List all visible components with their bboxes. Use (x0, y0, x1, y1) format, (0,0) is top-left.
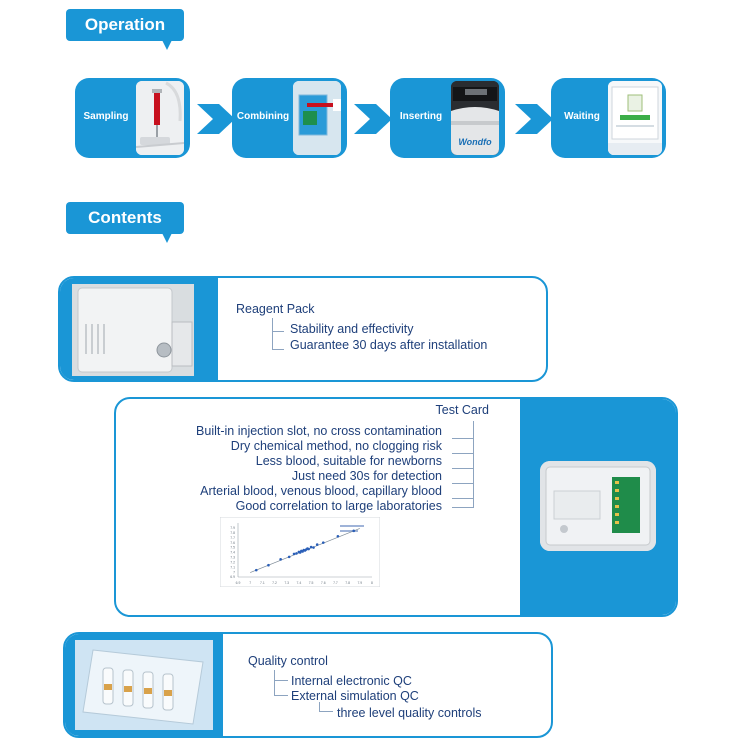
y-tick-label: 6.9 (230, 575, 235, 579)
x-tick-label: 7 (249, 581, 251, 585)
syringe-icon (136, 81, 184, 155)
data-point (309, 545, 313, 549)
x-tick-label: 7.3 (284, 581, 289, 585)
y-tick-label: 7.5 (230, 546, 235, 550)
data-point (287, 555, 291, 559)
reagent-pack-photo (72, 284, 194, 376)
inserting-photo: Wondfo (451, 81, 499, 155)
reagent-item: Guarantee 30 days after installation (290, 338, 488, 352)
data-point (267, 563, 270, 567)
test-card-card: Test Card Built-in injection slot, no cr… (114, 397, 678, 617)
step-label: Inserting (399, 111, 443, 122)
y-tick-label: 7.1 (230, 565, 235, 569)
x-tick-label: 7.8 (345, 581, 350, 585)
tree-connector (452, 498, 474, 499)
waiting-photo (608, 81, 662, 155)
qc-item: Internal electronic QC (291, 674, 412, 688)
sampling-photo (136, 81, 184, 155)
data-point (315, 543, 319, 546)
step-label: Combining (236, 111, 290, 122)
step-sampling: Sampling (75, 78, 190, 158)
x-tick-label: 7.5 (309, 581, 314, 585)
tree-connector (452, 507, 474, 508)
tree-connector (452, 438, 474, 439)
qc-vials-icon (75, 640, 213, 730)
x-tick-label: 7.2 (272, 581, 277, 585)
x-tick-label: 7.6 (321, 581, 326, 585)
y-tick-label: 7.8 (230, 531, 235, 535)
data-point (336, 534, 340, 538)
chevron-right-icon (515, 104, 553, 134)
combining-photo (293, 81, 341, 155)
data-point (321, 541, 325, 544)
tree-connector (452, 421, 474, 507)
screen-display-icon (608, 81, 662, 155)
step-waiting: Waiting (551, 78, 666, 158)
device-brand: Wondfo (458, 137, 492, 147)
tree-connector (452, 468, 474, 469)
step-label: Sampling (83, 111, 129, 122)
chevron-right-icon (197, 104, 235, 134)
y-tick-label: 7.2 (230, 560, 235, 564)
chart-legend-mark (340, 530, 358, 532)
test-card-title: Test Card (435, 403, 490, 417)
y-tick-label: 7 (233, 570, 235, 574)
test-card-icon (293, 81, 341, 155)
tree-connector (319, 702, 333, 712)
x-tick-label: 8 (371, 581, 373, 585)
reagent-item: Stability and effectivity (290, 322, 414, 336)
reagent-pack-icon (72, 284, 194, 376)
analyzer-device-icon (451, 81, 499, 155)
tree-connector (274, 670, 288, 681)
step-label: Waiting (564, 111, 600, 122)
data-point (352, 529, 356, 533)
test-card-item: Less blood, suitable for newborns (255, 454, 442, 468)
reagent-pack-title: Reagent Pack (236, 302, 315, 316)
y-tick-label: 7.4 (230, 551, 235, 555)
x-tick-label: 7.9 (357, 581, 362, 585)
step-inserting: Inserting Wondfo (390, 78, 505, 158)
data-point (307, 547, 310, 551)
y-tick-label: 7.6 (230, 541, 235, 545)
x-tick-label: 7.7 (333, 581, 338, 585)
tree-connector (452, 483, 474, 484)
tree-connector (272, 318, 284, 332)
test-card-item: Dry chemical method, no clogging risk (230, 439, 442, 453)
test-card-item: Arterial blood, venous blood, capillary … (200, 484, 442, 498)
qc-vials-photo (75, 640, 213, 730)
test-card-item: Just need 30s for detection (291, 469, 442, 483)
test-card-item: Good correlation to large laboratories (235, 499, 442, 513)
qc-title: Quality control (248, 654, 328, 668)
step-combining: Combining (232, 78, 347, 158)
data-point (312, 546, 315, 549)
chevron-right-icon (354, 104, 392, 134)
qc-item: External simulation QC (291, 689, 419, 703)
test-card-item: Built-in injection slot, no cross contam… (196, 424, 442, 438)
data-point (279, 558, 282, 561)
tree-connector (452, 453, 474, 454)
x-tick-label: 6.9 (236, 581, 241, 585)
y-tick-label: 7.7 (230, 536, 235, 540)
chart-legend-mark (340, 525, 364, 527)
quality-control-card: Quality control Internal electronic QC E… (63, 632, 553, 738)
tree-connector (274, 670, 288, 696)
reagent-pack-card: Reagent Pack Stability and effectivity G… (58, 276, 548, 382)
data-point (295, 552, 298, 555)
y-tick-label: 7.9 (230, 526, 235, 530)
data-point (292, 552, 296, 556)
operation-heading: Operation (66, 9, 184, 50)
contents-heading: Contents (66, 202, 184, 243)
qc-subitem: three level quality controls (337, 706, 482, 720)
y-tick-label: 7.3 (230, 556, 235, 560)
tree-connector (272, 318, 284, 350)
data-point (254, 568, 258, 572)
test-card-photo (540, 461, 656, 551)
x-tick-label: 7.4 (297, 581, 302, 585)
x-tick-label: 7.1 (260, 581, 265, 585)
test-card-device-icon (540, 461, 656, 551)
